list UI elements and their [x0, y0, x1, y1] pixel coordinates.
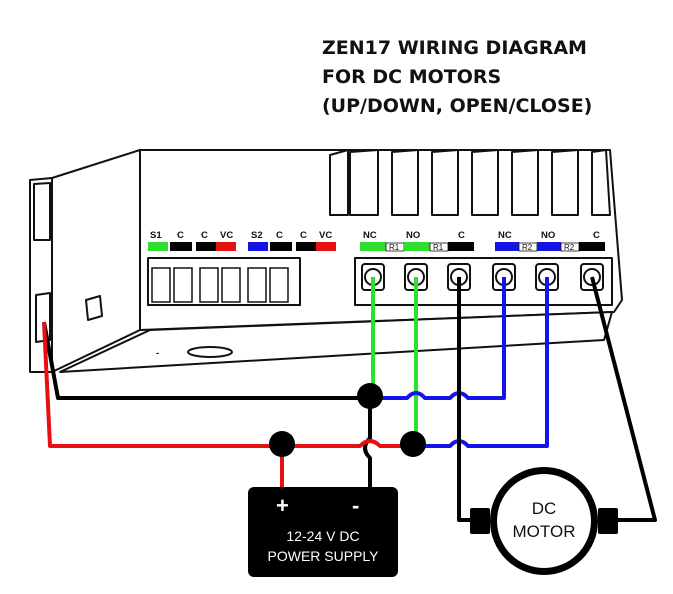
title-line-2: FOR DC MOTORS: [322, 66, 502, 88]
terminal-color-bars: R1 R1 R2 R2: [148, 242, 605, 252]
wire-blue-nc2: [373, 277, 506, 400]
label-c4: C: [300, 230, 307, 241]
label-c3: C: [276, 230, 283, 241]
label-nc1: NC: [363, 230, 377, 241]
label-c6: C: [593, 230, 600, 241]
psu-plus-label: +: [276, 493, 289, 518]
wire-black-c2-motor: [590, 276, 657, 522]
motor-line-2: MOTOR: [513, 522, 576, 541]
dc-motor: DC MOTOR: [470, 467, 618, 575]
psu-minus-label: -: [352, 493, 359, 518]
wire-red-main: [42, 321, 416, 448]
label-r1-a: R1: [389, 243, 400, 252]
junction-dots: [269, 383, 426, 457]
terminal-labels: S1 C C VC S2 C C VC NC NO C NC NO C: [150, 230, 600, 241]
label-s2: S2: [251, 230, 263, 241]
label-no2: NO: [541, 230, 555, 241]
label-nc2: NC: [498, 230, 512, 241]
wire-black-psu-minus: [363, 398, 372, 488]
label-r2-b: R2: [564, 243, 575, 252]
psu-line-1: 12-24 V DC: [286, 528, 359, 544]
label-no1: NO: [406, 230, 420, 241]
device-minus-mark: -: [156, 348, 159, 359]
diagram-title: ZEN17 WIRING DIAGRAM FOR DC MOTORS (UP/D…: [322, 34, 662, 121]
label-c5: C: [458, 230, 465, 241]
psu-line-2: POWER SUPPLY: [268, 548, 380, 564]
wires: [42, 276, 657, 522]
label-vc1: VC: [220, 230, 233, 241]
zen17-device: [29, 149, 623, 373]
terminal-screw-slots-left: [151, 267, 289, 303]
wire-black-device-ground: [42, 321, 370, 400]
label-c1: C: [177, 230, 184, 241]
title-line-1: ZEN17 WIRING DIAGRAM: [322, 37, 587, 59]
label-r2-a: R2: [522, 243, 533, 252]
title-line-3: (UP/DOWN, OPEN/CLOSE): [322, 95, 593, 117]
terminal-screws: [361, 263, 604, 291]
motor-line-1: DC: [532, 499, 557, 518]
label-s1: S1: [150, 230, 162, 241]
label-c2: C: [201, 230, 208, 241]
power-supply: + - 12-24 V DC POWER SUPPLY: [248, 487, 398, 577]
label-vc2: VC: [319, 230, 332, 241]
label-r1-b: R1: [433, 243, 444, 252]
